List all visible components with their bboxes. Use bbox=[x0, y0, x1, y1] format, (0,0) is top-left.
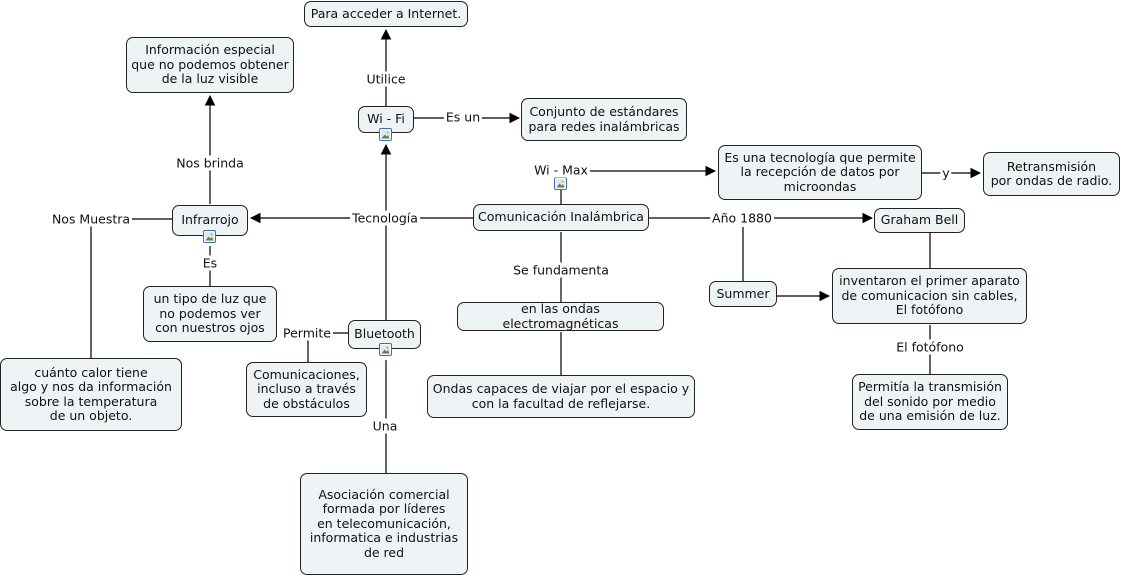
node-retransmision[interactable]: Retransmisión por ondas de radio. bbox=[983, 152, 1120, 196]
node-ondas-em[interactable]: en las ondas electromagnéticas bbox=[457, 301, 664, 331]
link-label-es: Es bbox=[200, 255, 220, 271]
node-comunicacion[interactable]: Comunicación Inalámbrica bbox=[473, 204, 649, 231]
link-label-nos-muestra: Nos Muestra bbox=[49, 211, 133, 227]
node-permitia[interactable]: Permitía la transmisión del sonido por m… bbox=[852, 374, 1008, 430]
link-label-el-fotofono: El fotófono bbox=[894, 339, 966, 355]
link-label-wimax: Wi - Max bbox=[532, 162, 590, 178]
node-internet[interactable]: Para acceder a Internet. bbox=[304, 1, 468, 27]
node-info-especial[interactable]: Información especial que no podemos obte… bbox=[126, 37, 294, 93]
node-asociacion[interactable]: Asociación comercial formada por líderes… bbox=[300, 473, 468, 575]
node-calor[interactable]: cuánto calor tiene algo y nos da informa… bbox=[0, 358, 182, 431]
node-inventaron[interactable]: inventaron el primer aparato de comunica… bbox=[832, 268, 1027, 324]
link-label-utilice: Utilice bbox=[364, 71, 408, 87]
node-tipo-luz[interactable]: un tipo de luz que no podemos ver con nu… bbox=[143, 286, 277, 342]
image-icon[interactable] bbox=[554, 177, 567, 190]
link-label-anio: Año 1880 bbox=[710, 210, 774, 226]
node-summer[interactable]: Summer bbox=[709, 281, 777, 307]
image-icon[interactable] bbox=[379, 343, 392, 356]
link-label-permite: Permite bbox=[281, 325, 333, 341]
link-label-una: Una bbox=[370, 418, 400, 434]
link-label-y: y bbox=[940, 165, 952, 181]
node-conjunto[interactable]: Conjunto de estándares para redes inalám… bbox=[521, 98, 687, 141]
link-label-se-fundamenta: Se fundamenta bbox=[511, 262, 611, 278]
node-tecnologia-permite[interactable]: Es una tecnología que permite la recepci… bbox=[718, 145, 922, 200]
node-ondas-capaces[interactable]: Ondas capaces de viajar por el espacio y… bbox=[427, 375, 695, 418]
node-comunicaciones[interactable]: Comunicaciones, incluso a través de obst… bbox=[246, 362, 367, 417]
node-graham[interactable]: Graham Bell bbox=[874, 208, 965, 233]
image-icon[interactable] bbox=[379, 128, 392, 141]
link-label-tecnologia: Tecnología bbox=[350, 210, 420, 226]
link-label-nos-brinda: Nos brinda bbox=[174, 155, 246, 171]
link-label-es-un: Es un bbox=[443, 109, 483, 125]
image-icon[interactable] bbox=[203, 230, 216, 243]
